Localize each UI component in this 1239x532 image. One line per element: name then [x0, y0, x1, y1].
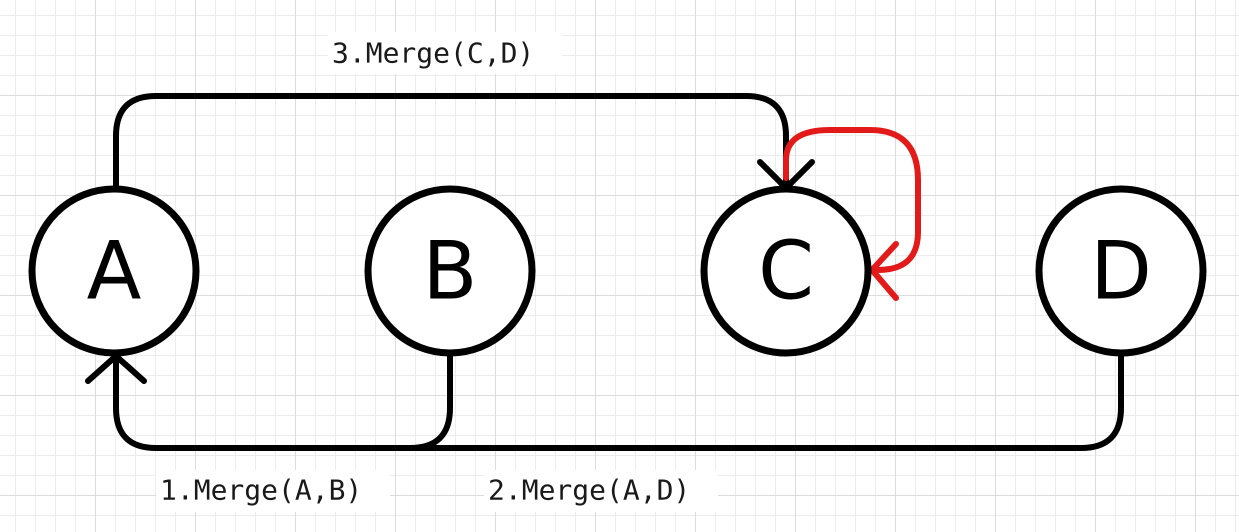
- edge-label-merge-a-b: 1.Merge(A,B): [160, 474, 362, 507]
- node-a: A: [28, 185, 200, 357]
- node-c-circle: [700, 185, 872, 357]
- edge-self-loop-c-arrowhead: [869, 241, 899, 301]
- node-c-label: C: [758, 225, 814, 318]
- edge-label-2-bg: [484, 470, 718, 512]
- node-d: D: [1035, 185, 1207, 357]
- edge-self-loop-c: [783, 127, 921, 273]
- edge-label-merge-a-d: 2.Merge(A,D): [488, 474, 690, 507]
- edge-merge-a-b: [113, 353, 453, 451]
- node-b-circle: [364, 185, 536, 357]
- edge-label-3-bg: [328, 32, 562, 74]
- edge-merge-a-d: [407, 353, 1124, 451]
- node-d-label: D: [1090, 225, 1152, 318]
- node-a-label: A: [87, 225, 142, 318]
- edge-label-1-bg: [156, 470, 390, 512]
- edge-label-merge-c-d: 3.Merge(C,D): [332, 37, 534, 70]
- node-d-circle: [1035, 185, 1207, 357]
- node-b: B: [364, 185, 536, 357]
- node-a-circle: [28, 185, 200, 357]
- node-b-label: B: [423, 225, 478, 318]
- edge-merge-c-d: [113, 93, 789, 189]
- node-c: C: [700, 185, 872, 357]
